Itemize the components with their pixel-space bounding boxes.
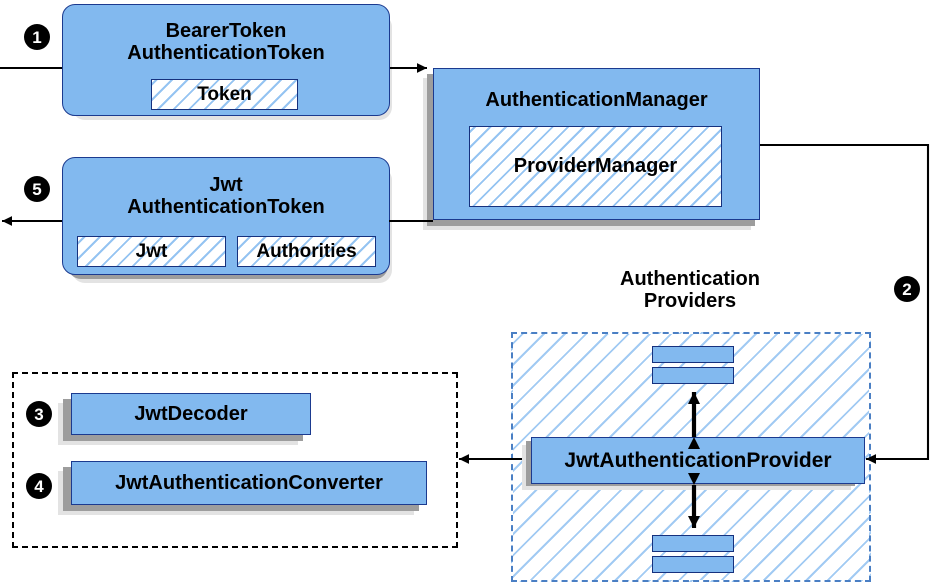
step-bullet-4: 4 [26, 473, 52, 499]
step-bullet-4-number: 4 [34, 476, 44, 496]
slot-authorities-label: Authorities [256, 240, 357, 262]
provider-stub-top-2 [652, 367, 734, 384]
bearer-token-title-line1: BearerToken [165, 19, 287, 42]
step-bullet-5: 5 [24, 176, 50, 202]
slot-jwt: Jwt [77, 236, 226, 267]
jwt-token-title-line1: Jwt [209, 173, 243, 196]
authentication-providers-label-line1: Authentication [620, 268, 760, 290]
jwt-decoder-label: JwtDecoder [134, 402, 248, 425]
slot-jwt-label: Jwt [135, 240, 168, 262]
node-jwt-authentication-provider[interactable]: JwtAuthenticationProvider [531, 437, 865, 484]
step-bullet-1-number: 1 [32, 27, 42, 47]
provider-stub-top-1 [652, 346, 734, 363]
slot-provider-manager: ProviderManager [469, 126, 722, 207]
step-bullet-5-number: 5 [32, 179, 42, 199]
bearer-token-title-line2: AuthenticationToken [127, 42, 325, 64]
authentication-providers-label-line2: Providers [643, 290, 737, 313]
slot-authorities: Authorities [237, 236, 376, 267]
slot-provider-manager-label: ProviderManager [513, 155, 678, 177]
authentication-providers-label: Authentication Providers [570, 268, 810, 313]
jwt-helpers-container [12, 372, 458, 548]
slot-token: Token [151, 79, 298, 110]
authentication-manager-title: AuthenticationManager [485, 89, 708, 111]
provider-stub-bottom-1 [652, 535, 734, 552]
step-bullet-2: 2 [894, 276, 920, 302]
step-bullet-2-number: 2 [902, 279, 912, 299]
node-jwt-decoder[interactable]: JwtDecoder [71, 393, 311, 435]
step-bullet-3-number: 3 [34, 404, 44, 424]
step-bullet-1: 1 [24, 24, 50, 50]
node-jwt-authentication-converter[interactable]: JwtAuthenticationConverter [71, 461, 427, 505]
slot-token-label: Token [197, 83, 252, 105]
jwt-authentication-converter-label: JwtAuthenticationConverter [115, 471, 383, 494]
step-bullet-3: 3 [26, 401, 52, 427]
provider-stub-bottom-2 [652, 556, 734, 573]
jwt-authentication-provider-label: JwtAuthenticationProvider [564, 448, 832, 472]
jwt-token-title-line2: AuthenticationToken [127, 196, 325, 218]
